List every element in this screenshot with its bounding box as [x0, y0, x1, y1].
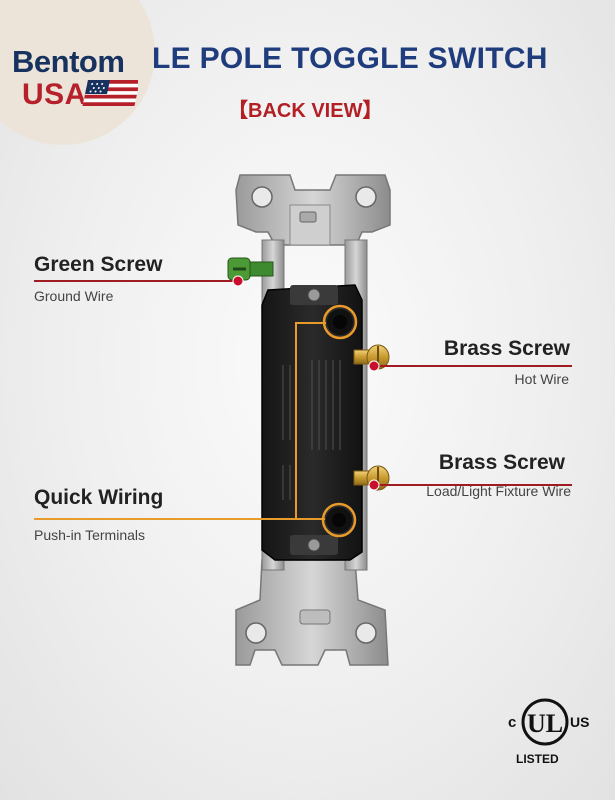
- brass-screw-top-desc: Hot Wire: [514, 371, 569, 387]
- ul-c-mark: c: [508, 714, 516, 731]
- ul-listed-label: LISTED: [516, 752, 559, 766]
- top-mounting-strap: [235, 174, 391, 246]
- bottom-mounting-strap: [235, 559, 389, 666]
- quick-wiring-desc: Push-in Terminals: [34, 527, 146, 543]
- ul-listed-icon: c UL US: [508, 698, 589, 746]
- ul-center-mark: UL: [527, 709, 563, 738]
- page-subtitle: 【BACK VIEW】: [228, 100, 383, 122]
- brass-screw-bottom-desc: Load/Light Fixture Wire: [426, 483, 571, 499]
- us-flag-icon: [82, 80, 138, 106]
- brand-name: Bentom: [12, 44, 125, 79]
- ul-us-mark: US: [570, 714, 589, 730]
- brass-screw-bottom-label: Brass Screw: [438, 451, 565, 474]
- page-title: LE POLE TOGGLE SWITCH: [152, 42, 548, 75]
- brass-screw-top-label: Brass Screw: [443, 337, 570, 360]
- callout-lines: [34, 280, 572, 520]
- green-screw-label: Green Screw: [34, 253, 163, 276]
- green-screw-desc: Ground Wire: [34, 288, 114, 304]
- switch-body: [261, 284, 363, 561]
- green-screw: [227, 257, 274, 281]
- quick-wiring-label: Quick Wiring: [34, 486, 164, 509]
- brand-country: USA: [22, 78, 87, 111]
